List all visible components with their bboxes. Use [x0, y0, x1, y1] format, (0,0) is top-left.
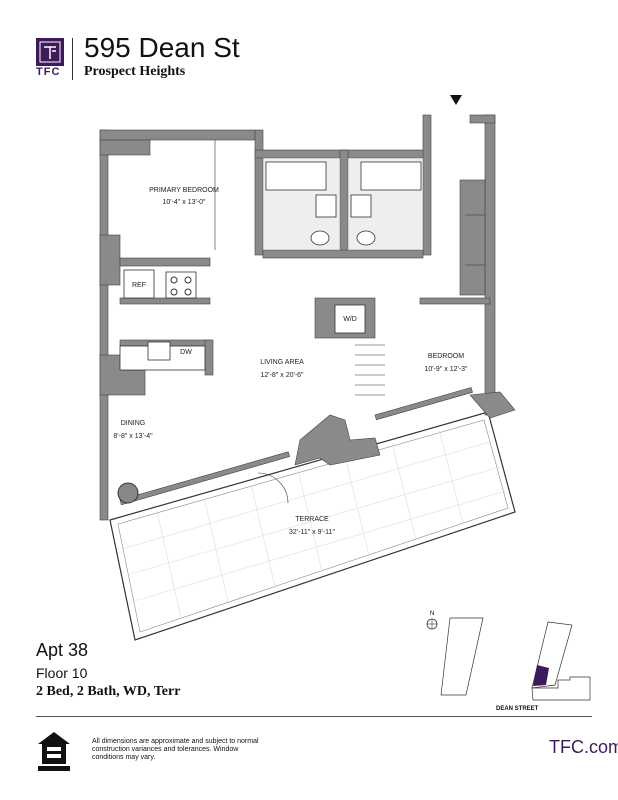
room-name: PRIMARY BEDROOM [149, 187, 219, 194]
kitchen [117, 269, 366, 504]
closet-hatching [214, 140, 485, 396]
tfc-logo [36, 38, 64, 66]
room-dims: 10'-9" x 12'-3" [424, 366, 468, 373]
floor-number: Floor 10 [36, 665, 88, 681]
header-divider [72, 38, 73, 80]
disclaimer: All dimensions are approximate and subje… [92, 738, 259, 761]
logo-text: TFC [36, 66, 61, 78]
column [117, 482, 139, 504]
room-dims: 10'-4" x 13'-0" [162, 199, 206, 206]
north-label: N [430, 611, 434, 617]
street-label: DEAN STREET [496, 706, 539, 712]
website-link[interactable]: TFC.com [549, 737, 618, 757]
room-dims: 8'-8" x 13'-4" [113, 433, 153, 440]
room-name: BEDROOM [428, 353, 464, 360]
ref-label: REF [132, 282, 146, 289]
north-compass-icon: N [426, 611, 438, 630]
bathrooms [262, 157, 424, 251]
equal-housing-opportunity-icon [38, 732, 70, 771]
walls [99, 114, 516, 521]
building-title: 595 Dean St [84, 32, 240, 63]
dw-label: DW [180, 349, 192, 356]
apartment-number: Apt 38 [36, 640, 89, 660]
room-name: LIVING AREA [260, 359, 304, 366]
terrace-door [257, 472, 289, 504]
entry-arrow-icon [450, 95, 462, 105]
wd-label: W/D [343, 316, 357, 323]
footer-divider [36, 716, 592, 717]
room-name: TERRACE [295, 516, 329, 523]
room-dims: 12'-8" x 20'-6" [260, 372, 304, 379]
neighborhood: Prospect Heights [84, 64, 186, 79]
room-dims: 32'-11" x 9'-11" [289, 529, 335, 536]
unit-summary: 2 Bed, 2 Bath, WD, Terr [36, 684, 181, 699]
room-name: DINING [121, 420, 146, 427]
key-plan [440, 617, 591, 701]
